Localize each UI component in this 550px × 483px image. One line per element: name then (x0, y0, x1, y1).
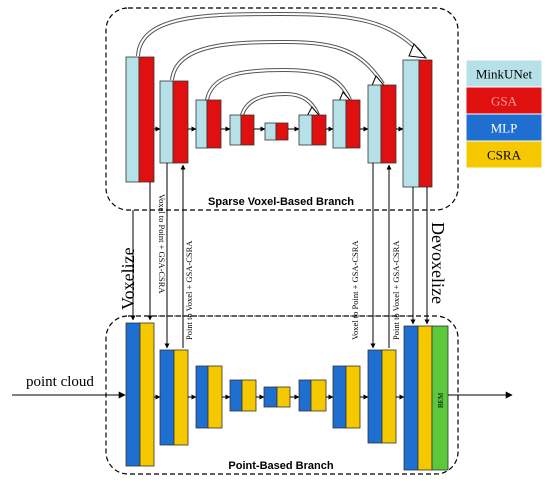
sparse-block-8-minkunet (367, 84, 382, 164)
sparse-block-2-gsa (172, 80, 189, 164)
sparse-block-1-minkunet (125, 56, 140, 183)
point-block-5-mlp (263, 386, 278, 408)
point-block-7-mlp (332, 365, 347, 429)
point-to-voxel-right-label: Point to Voxel + GSA-CSRA (391, 240, 401, 340)
point-block-6-csra (310, 379, 327, 412)
sparse-block-3-gsa (206, 99, 222, 149)
point-block-1-csra (139, 322, 155, 467)
voxelize-label: Voxelize (118, 247, 138, 310)
bem-label: BEM (437, 392, 445, 408)
sparse-block-7-minkunet (332, 99, 347, 149)
point-blocks (125, 322, 449, 471)
skip-arc-4 (240, 91, 320, 116)
sparse-block-4-minkunet (229, 114, 242, 146)
point-block-5-csra (276, 386, 291, 408)
cross-branch-arrows (130, 163, 430, 349)
point-block-4-csra (241, 379, 257, 412)
input-label: point cloud (26, 374, 94, 390)
legend-label-minkunet: MinkUNet (476, 67, 533, 82)
sparse-block-1-gsa (138, 56, 155, 183)
sparse-blocks (125, 56, 433, 188)
sparse-block-5-gsa (275, 122, 289, 141)
point-block-2-csra (173, 349, 189, 446)
skip-connections (136, 11, 422, 116)
voxel-to-point-right-label: Voxel to Point + GSA-CSRA (350, 240, 360, 340)
legend-swatch-minkunet (465, 59, 543, 88)
legend-swatch-csra (465, 140, 543, 169)
point-block-9-csra (417, 325, 433, 471)
point-block-8-csra (381, 349, 397, 444)
sparse-block-5-minkunet (264, 122, 277, 141)
legend-label-mlp: MLP (491, 121, 518, 136)
devoxelize-label: Devoxelize (428, 222, 448, 304)
sparse-block-3-minkunet (195, 99, 208, 149)
voxel-to-point-left-label: Voxel to Point + GSA-CSRA (157, 194, 167, 294)
legend-label-csra: CSRA (487, 148, 522, 163)
sparse-block-9-gsa (418, 59, 433, 188)
point-to-voxel-left-label: Point to Voxel + GSA-CSRA (184, 240, 194, 340)
point-block-4-mlp (229, 379, 243, 412)
sparse-block-6-minkunet (298, 114, 313, 146)
point-block-1-mlp (125, 322, 141, 467)
sparse-block-4-gsa (240, 114, 255, 146)
sparse-block-6-gsa (311, 114, 327, 146)
point-block-3-csra (207, 365, 223, 429)
point-block-6-mlp (298, 379, 312, 412)
point-branch-title: Point-Based Branch (228, 460, 333, 472)
point-block-9-mlp (403, 325, 419, 471)
sparse-block-8-gsa (380, 84, 397, 164)
sparse-branch-box (105, 7, 459, 211)
legend-label-gsa: GSA (491, 94, 518, 109)
sparse-block-7-gsa (345, 99, 361, 149)
sparse-block-9-minkunet (402, 59, 420, 188)
point-block-3-mlp (195, 365, 209, 429)
point-block-2-mlp (159, 349, 175, 446)
point-block-7-csra (345, 365, 361, 429)
sparse-branch-title: Sparse Voxel-Based Branch (208, 196, 354, 208)
point-block-8-mlp (367, 349, 383, 444)
sparse-block-2-minkunet (159, 80, 174, 164)
bem-block (431, 325, 449, 471)
